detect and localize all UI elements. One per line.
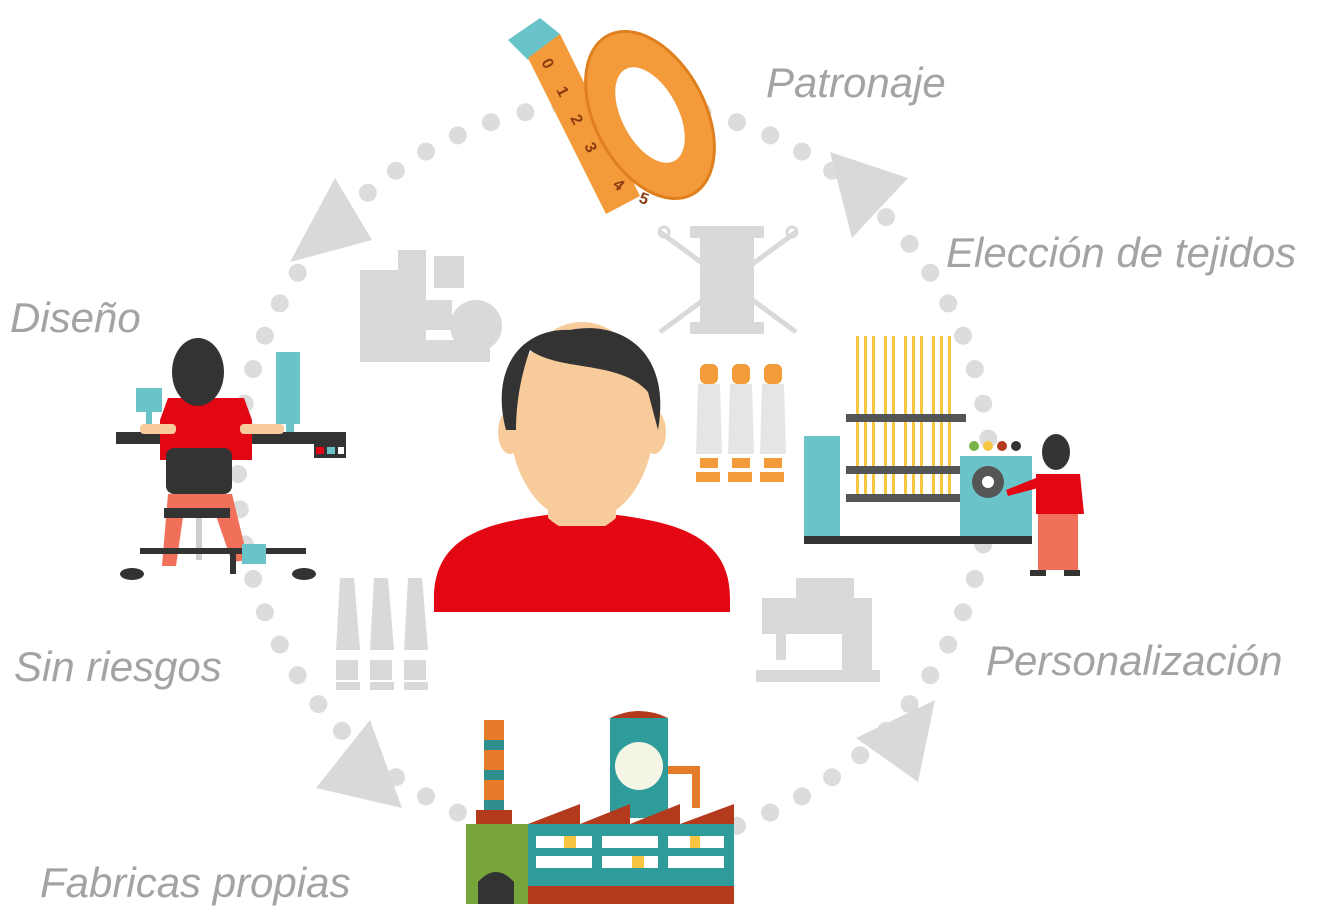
label-sin-riesgos: Sin riesgos [14, 643, 222, 690]
ring-dot [761, 126, 780, 145]
ring-dot [417, 142, 435, 161]
ring-dot [954, 326, 973, 345]
gray-bobbins-icon [336, 578, 428, 690]
ring-dot [954, 603, 973, 622]
ring-dot [974, 394, 993, 413]
ring-dot [516, 103, 535, 122]
spinning-machine-icon [360, 250, 502, 362]
label-eleccion-de-tejidos: Elección de tejidos [946, 229, 1297, 276]
ring-dot [965, 569, 984, 588]
ring-dot [358, 183, 377, 202]
ring-dot [288, 666, 307, 685]
ring-dot [332, 721, 351, 740]
ring-dot [448, 126, 467, 145]
label-patronaje: Patronaje [766, 59, 946, 106]
ring-dot [793, 142, 811, 161]
ring-dot [309, 695, 328, 714]
arrow-bottom-left [316, 720, 402, 808]
ring-dot [728, 113, 746, 132]
designer-at-desk [116, 338, 346, 580]
label-personalizacion: Personalización [986, 637, 1283, 684]
ring-dot [939, 294, 958, 313]
ring-dot [386, 161, 405, 180]
ring-dot [288, 263, 307, 282]
thread-bobbins [696, 364, 786, 482]
ring-dot [761, 803, 780, 822]
ring-dot [255, 326, 274, 345]
ring-dot [965, 360, 984, 379]
central-person-avatar [434, 322, 730, 612]
factory-building [466, 711, 734, 904]
measuring-tape-icon: 0 1 2 3 4 5 [508, 18, 716, 214]
ring-dot [448, 803, 467, 822]
ring-dot [921, 263, 940, 282]
label-fabricas-propias: Fabricas propias [40, 859, 351, 906]
ring-dot [900, 234, 919, 253]
arrow-bottom-right [856, 700, 935, 782]
arrow-top-right [830, 152, 908, 238]
ring-dot [270, 294, 289, 313]
tape-number-5: 5 [637, 190, 651, 209]
ring-dot [921, 666, 940, 685]
label-diseno: Diseño [10, 294, 141, 341]
ring-dot [229, 465, 247, 483]
thread-spool-icon [657, 225, 799, 335]
ring-dot [270, 635, 289, 654]
loom-machine [804, 336, 1084, 576]
ring-dot [823, 768, 842, 787]
ring-dot [482, 113, 500, 132]
ring-dot [979, 429, 998, 448]
ring-dot [255, 603, 274, 622]
ring-dot [417, 787, 435, 806]
arrow-top-left [290, 178, 372, 262]
cycle-arrows [290, 152, 935, 808]
ring-dot [244, 360, 263, 379]
ring-dot [877, 208, 896, 227]
ring-dot [793, 787, 811, 806]
sewing-machine-icon [756, 578, 880, 682]
ring-dot [851, 746, 870, 765]
ring-dot [244, 569, 263, 588]
ring-dot [900, 695, 919, 714]
ring-dot [939, 635, 958, 654]
